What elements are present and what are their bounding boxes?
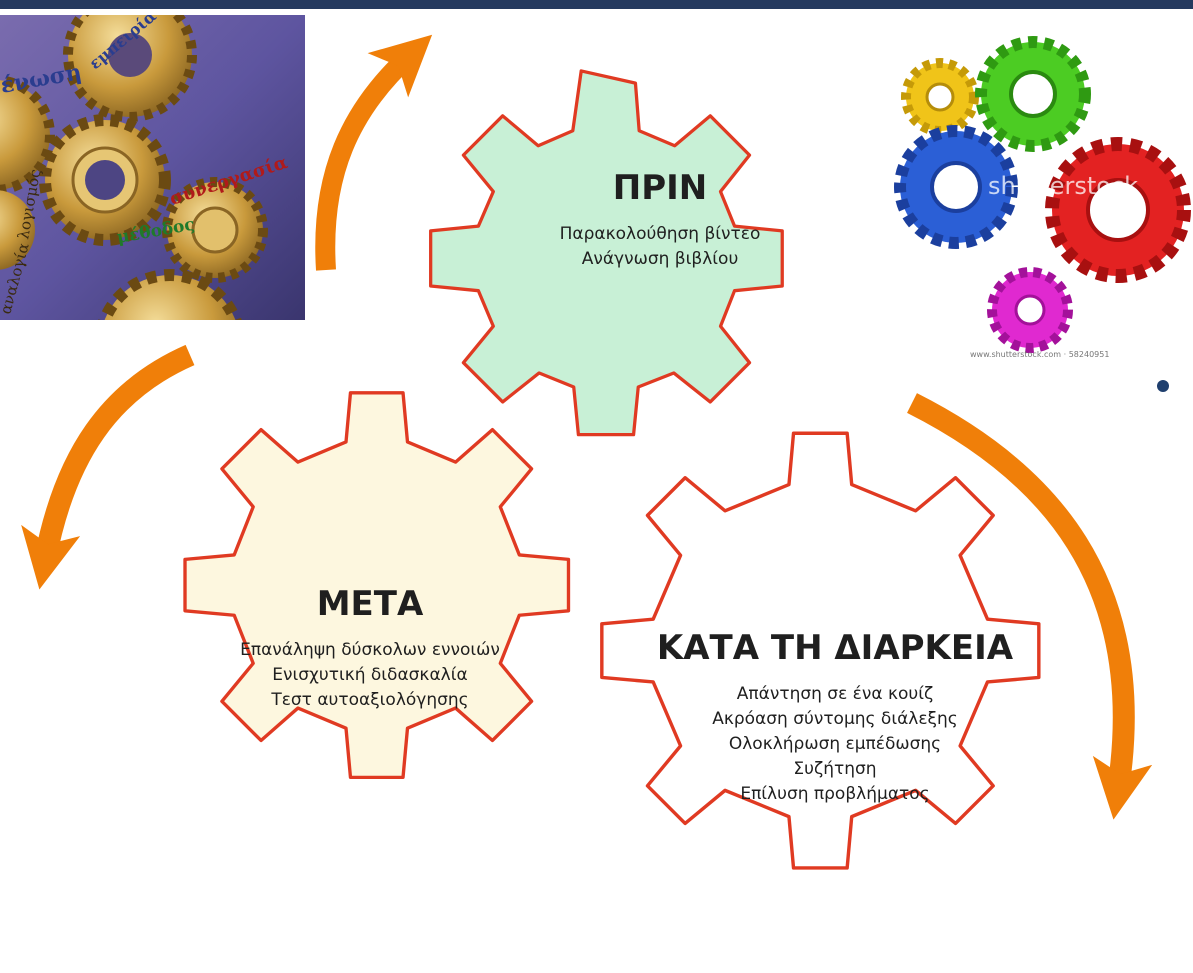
gold-gear-left — [0, 75, 55, 270]
gear-during-line: Συζήτηση — [793, 759, 877, 779]
gold-gear-bottom — [98, 269, 242, 320]
gear-before-text: ΠΡΙΝ Παρακολούθηση βίντεο Ανάγνωση βιβλί… — [500, 168, 820, 272]
gear-during-line: Επίλυση προβλήματος — [740, 784, 930, 804]
gold-gear-right — [162, 177, 268, 283]
colorful-gears-photo: shutterstock www.shutterstock.com · 5824… — [878, 22, 1193, 365]
gear-before-line: Παρακολούθηση βίντεο — [559, 224, 761, 244]
gear-during-shape — [600, 431, 1041, 870]
bullet-point — [1157, 380, 1169, 392]
gold-gear-center — [39, 114, 171, 246]
shutterstock-caption: www.shutterstock.com · 58240951 — [970, 350, 1109, 359]
gear-before-line: Ανάγνωση βιβλίου — [581, 249, 739, 269]
gear-during-text: ΚΑΤΑ ΤΗ ΔΙΑΡΚΕΙΑ Απάντηση σε ένα κουίζ Α… — [640, 628, 1030, 807]
gear-during-title: ΚΑΤΑ ΤΗ ΔΙΑΡΚΕΙΑ — [656, 628, 1014, 668]
gear-before-title: ΠΡΙΝ — [612, 168, 708, 208]
gear-after-text: ΜΕΤΑ Επανάληψη δύσκολων εννοιών Ενισχυτι… — [200, 584, 540, 713]
gear-after-line: Ενισχυτική διδασκαλία — [272, 665, 468, 685]
gear-during-line: Ακρόαση σύντομης διάλεξης — [712, 709, 958, 729]
arrow-down-to-after — [21, 344, 195, 590]
top-bar — [0, 0, 1193, 9]
red-gear-icon — [1045, 137, 1191, 283]
gear-after-title: ΜΕΤΑ — [316, 584, 424, 624]
gear-before-shape — [429, 69, 784, 437]
shutterstock-watermark: shutterstock — [988, 172, 1138, 200]
gear-after-line: Τεστ αυτοαξιολόγησης — [271, 690, 469, 710]
magenta-gear-icon — [987, 267, 1073, 353]
golden-gears-photo: ένωση εμπειρία συνεργασία μέθοδος λογισμ… — [0, 15, 305, 320]
gold-gear-top — [63, 15, 197, 122]
gear-after-shape — [183, 391, 571, 780]
gear-after-line: Επανάληψη δύσκολων εννοιών — [240, 640, 500, 660]
arrow-up-to-before — [315, 34, 433, 271]
yellow-gear-icon — [901, 58, 979, 136]
green-gear-icon — [975, 36, 1091, 152]
arrow-down-to-during — [907, 393, 1153, 820]
gear-during-line: Ολοκλήρωση εμπέδωσης — [728, 734, 942, 754]
gear-during-line: Απάντηση σε ένα κουίζ — [736, 684, 934, 704]
blue-gear-icon — [894, 125, 1018, 249]
